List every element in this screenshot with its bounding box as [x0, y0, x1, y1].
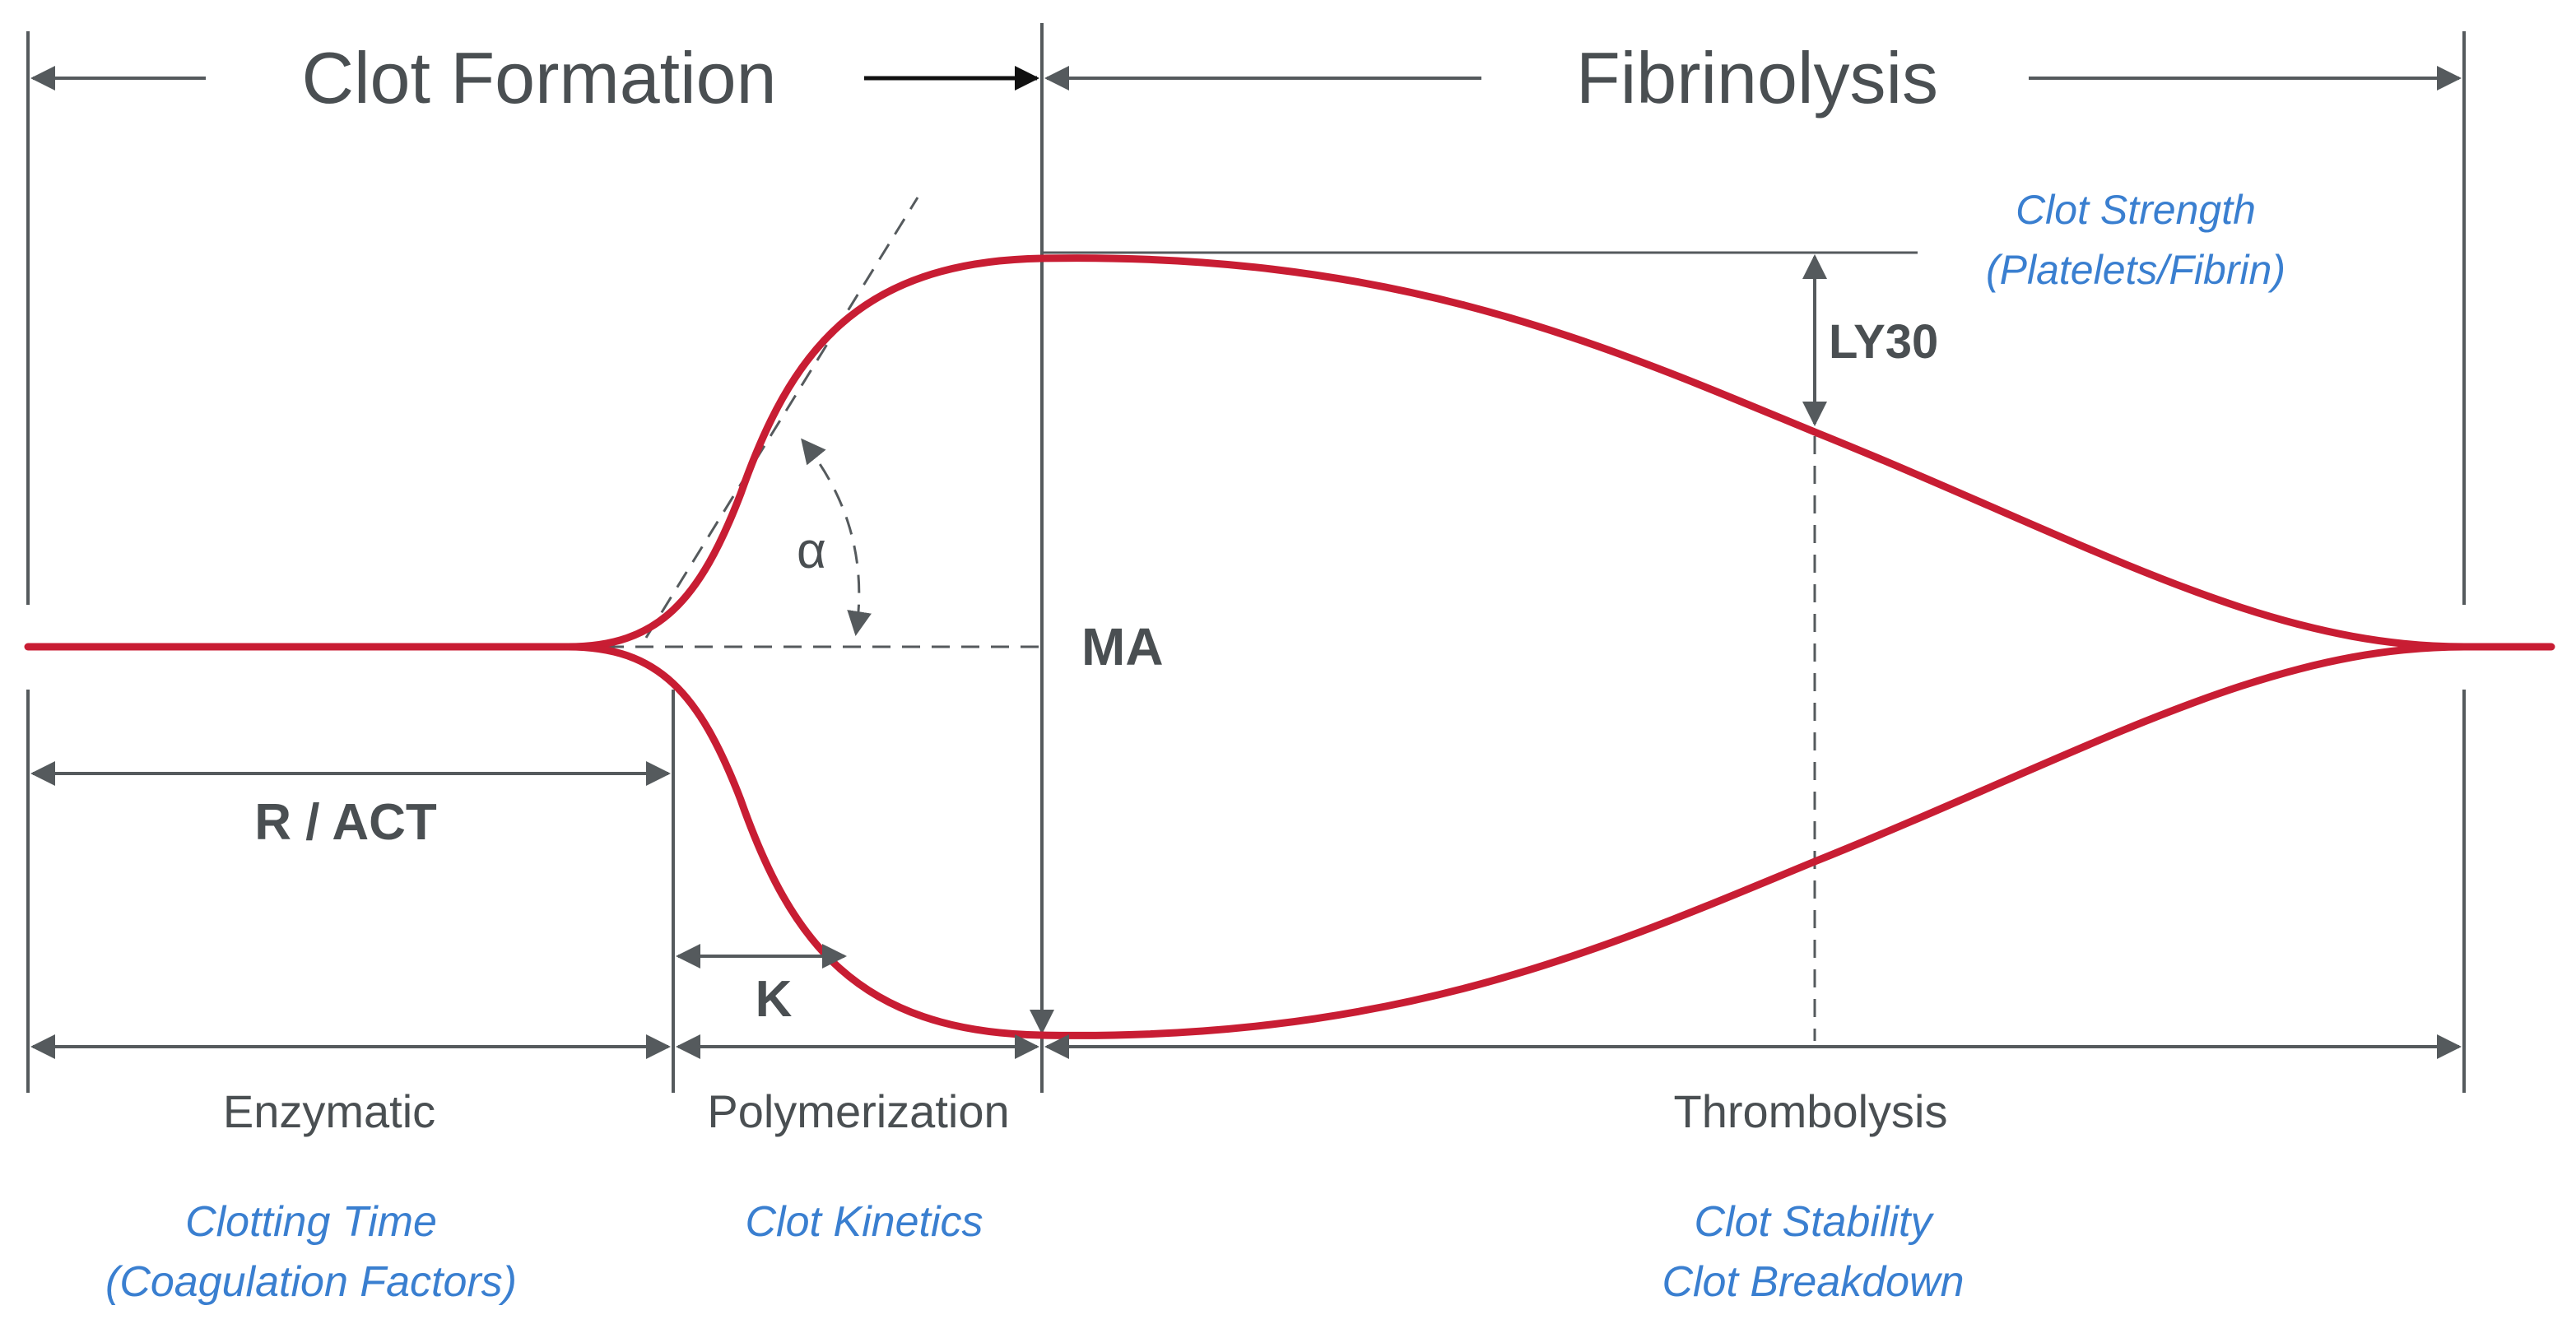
ly30-label: LY30: [1829, 315, 1938, 369]
teg-trace-upper: [564, 254, 2468, 651]
ma-label: MA: [1081, 617, 1164, 676]
clot-strength-label-1: Clot Strength: [2016, 187, 2256, 233]
alpha-angle-arrow: [801, 438, 872, 636]
phase-desc-enzymatic-2: (Coagulation Factors): [105, 1258, 517, 1306]
r-act-label: R / ACT: [254, 794, 437, 851]
clot-formation-header: Clot Formation: [301, 37, 776, 118]
clot-strength-label-2: (Platelets/Fibrin): [1986, 247, 2285, 293]
alpha-label: α: [797, 523, 826, 579]
phase-name-thrombolysis: Thrombolysis: [1674, 1085, 1948, 1137]
phase-desc-thrombolysis-2: Clot Breakdown: [1662, 1258, 1964, 1306]
alpha-tangent-dashed: [644, 197, 919, 639]
fibrinolysis-header: Fibrinolysis: [1576, 37, 1938, 118]
teg-trace-lower: [564, 643, 2468, 1039]
phase-desc-thrombolysis-1: Clot Stability: [1695, 1198, 1935, 1246]
phase-name-enzymatic: Enzymatic: [223, 1085, 435, 1137]
phase-name-polymerization: Polymerization: [707, 1085, 1009, 1137]
phase-desc-enzymatic-1: Clotting Time: [185, 1198, 437, 1246]
phase-desc-polymerization-1: Clot Kinetics: [746, 1198, 983, 1246]
k-label: K: [756, 971, 793, 1028]
